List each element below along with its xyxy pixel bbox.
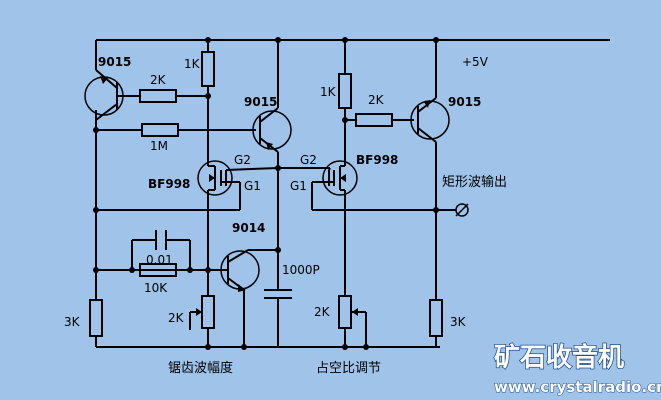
resistor-1m — [141, 123, 179, 137]
label-2k-right: 2K — [368, 93, 385, 107]
label-3k-left: 3K — [64, 315, 81, 329]
transistor-q2 — [252, 40, 292, 168]
watermark-url: www.crystalradio.cn — [494, 378, 661, 396]
label-g1-right: G1 — [290, 179, 307, 193]
label-1000p: 1000P — [282, 263, 320, 277]
label-pot-left: 2K — [168, 311, 185, 325]
resistor-3k-left — [89, 299, 103, 337]
resistor-1k-left — [201, 51, 215, 87]
supply-label: +5V — [462, 55, 489, 69]
transistor-q4 — [208, 249, 278, 347]
duty-cycle-label: 占空比调节 — [316, 361, 381, 376]
label-1m: 1M — [150, 139, 168, 153]
potentiometer-left[interactable] — [201, 295, 215, 329]
fet-bf998-right — [311, 160, 358, 296]
transistor-q3 — [410, 40, 450, 300]
resistor-1k-right — [338, 73, 352, 109]
transistor-q1 — [84, 40, 140, 121]
label-3k-right: 3K — [450, 315, 467, 329]
label-g2-right: G2 — [300, 153, 317, 167]
label-q2: 9015 — [244, 95, 277, 109]
label-q4: 9014 — [232, 221, 265, 235]
resistor-3k-right — [429, 299, 443, 337]
resistor-10k — [139, 263, 177, 277]
label-fet2: BF998 — [356, 153, 398, 167]
label-q1: 9015 — [98, 55, 131, 69]
resistor-2k-right — [355, 113, 393, 127]
output-terminal[interactable] — [455, 203, 469, 217]
fet-bf998-left — [197, 160, 279, 264]
resistor-2k-top — [139, 89, 208, 103]
label-10k: 10K — [144, 281, 168, 295]
label-1k-right: 1K — [320, 85, 337, 99]
label-q3: 9015 — [448, 95, 481, 109]
label-g1-left: G1 — [244, 179, 261, 193]
label-pot-right: 2K — [314, 305, 331, 319]
output-label: 矩形波输出 — [442, 174, 507, 190]
watermark-brand: 矿石收音机 — [494, 342, 624, 373]
label-2k-top: 2K — [150, 73, 167, 87]
sawtooth-amplitude-label: 锯齿波幅度 — [168, 360, 233, 376]
label-g2-left: G2 — [234, 153, 251, 167]
potentiometer-right[interactable] — [338, 295, 352, 329]
label-1k-left: 1K — [184, 57, 201, 71]
junction-dots — [93, 37, 439, 350]
label-fet1: BF998 — [148, 177, 190, 191]
